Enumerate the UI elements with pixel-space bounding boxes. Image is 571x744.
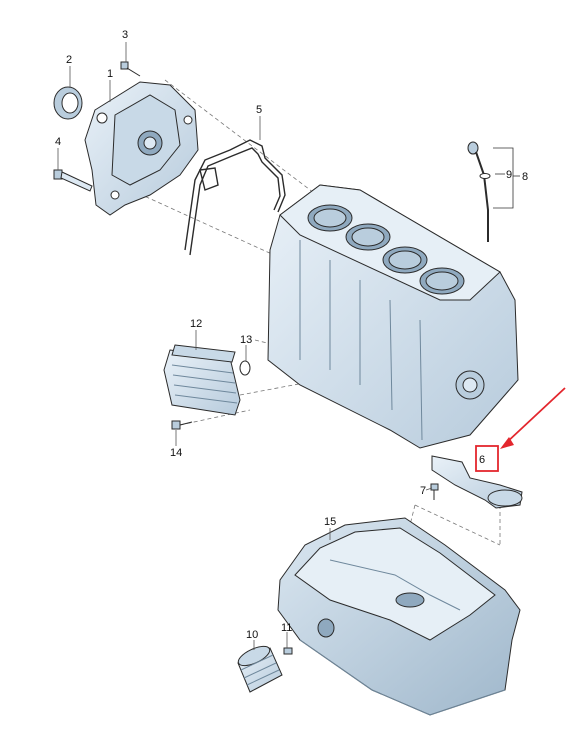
part-2-seal-ring [53, 86, 83, 120]
leader-lines [57, 42, 433, 650]
highlight-arrow-shaft [504, 387, 566, 445]
highlight-callout [475, 387, 566, 472]
part-15-oil-pan [277, 517, 521, 716]
callout-labels: 2 1 3 4 5 6 7 8 9 10 11 12 13 14 15 [55, 29, 528, 641]
callout-5: 5 [256, 104, 262, 116]
callout-7: 7 [420, 485, 426, 497]
part-12-oil-cooler [163, 344, 241, 416]
part-8-9-dipstick-assembly [467, 141, 491, 242]
part-6-oil-pickup [431, 455, 523, 509]
part-10-oil-filter [237, 645, 283, 693]
callout-14: 14 [170, 447, 182, 459]
callout-4: 4 [55, 136, 61, 148]
callout-10: 10 [246, 629, 258, 641]
callout-12: 12 [190, 318, 202, 330]
highlight-arrow-head [500, 437, 514, 449]
engine-block [267, 184, 519, 449]
part-3-bolt [120, 61, 141, 77]
callout-3: 3 [122, 29, 128, 41]
part-13-o-ring [239, 360, 251, 376]
callout-11: 11 [281, 622, 292, 634]
callout-2: 2 [66, 54, 72, 66]
bracket-8-9 [493, 147, 520, 209]
part-5-gasket [184, 139, 286, 256]
callout-9: 9 [506, 169, 512, 181]
part-11-stud [283, 647, 293, 655]
callout-6: 6 [479, 454, 485, 466]
callout-15: 15 [324, 516, 336, 528]
callout-8: 8 [522, 171, 528, 183]
part-4-bolt [53, 169, 93, 192]
callout-1: 1 [107, 68, 113, 80]
callout-13: 13 [240, 334, 252, 346]
part-7-screw [430, 483, 439, 500]
part-1-front-cover [84, 81, 199, 216]
part-14-bolt [171, 420, 193, 430]
highlight-box [475, 445, 499, 472]
